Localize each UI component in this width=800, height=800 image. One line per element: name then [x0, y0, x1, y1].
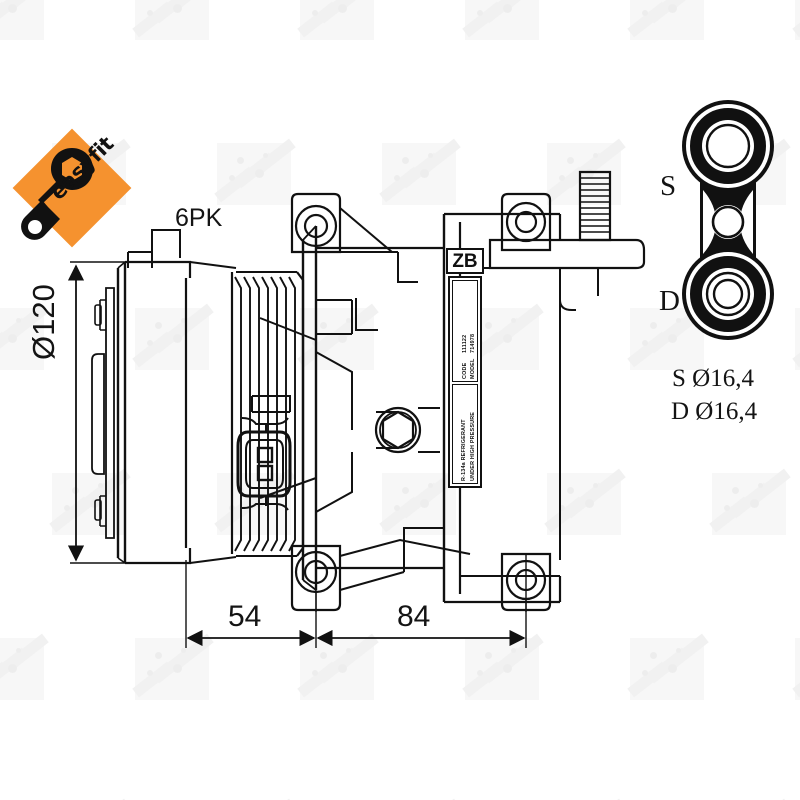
- pulley-diameter-label: Ø120: [26, 284, 61, 360]
- port-s-size-label: S Ø16,4: [672, 365, 754, 392]
- port-d-label: D: [659, 285, 680, 317]
- nameplate-refrigerant-line2: UNDER HIGH PRESSURE: [470, 411, 476, 481]
- easyfit-badge: easyfit: [8, 124, 136, 252]
- port-flange-diagram: [682, 100, 774, 340]
- nameplate-code-cell: CODE 111122 MODEL 714978: [452, 280, 478, 382]
- nameplate-code-value: 111122: [462, 334, 468, 353]
- dimension-84-label: 84: [397, 600, 431, 633]
- pulley-groove-label: 6PK: [175, 204, 223, 232]
- nameplate-refrigerant-line1: R-134a REFRIGERANT: [461, 419, 467, 481]
- dimension-54-label: 54: [228, 600, 262, 633]
- nameplate-title: ZB: [446, 248, 484, 274]
- port-d-size-label: D Ø16,4: [671, 398, 758, 425]
- nameplate-model-value: 714978: [470, 333, 476, 353]
- compressor-nameplate: ZB CODE 111122 MODEL 714978 R-134a REFRI…: [446, 248, 484, 490]
- nameplate-model-label: MODEL: [470, 358, 476, 379]
- nameplate-body: CODE 111122 MODEL 714978 R-134a REFRIGER…: [448, 276, 482, 488]
- port-s-label: S: [660, 170, 677, 202]
- nameplate-refrigerant-cell: R-134a REFRIGERANT UNDER HIGH PRESSURE: [452, 384, 478, 484]
- nameplate-code-label: CODE: [462, 362, 468, 379]
